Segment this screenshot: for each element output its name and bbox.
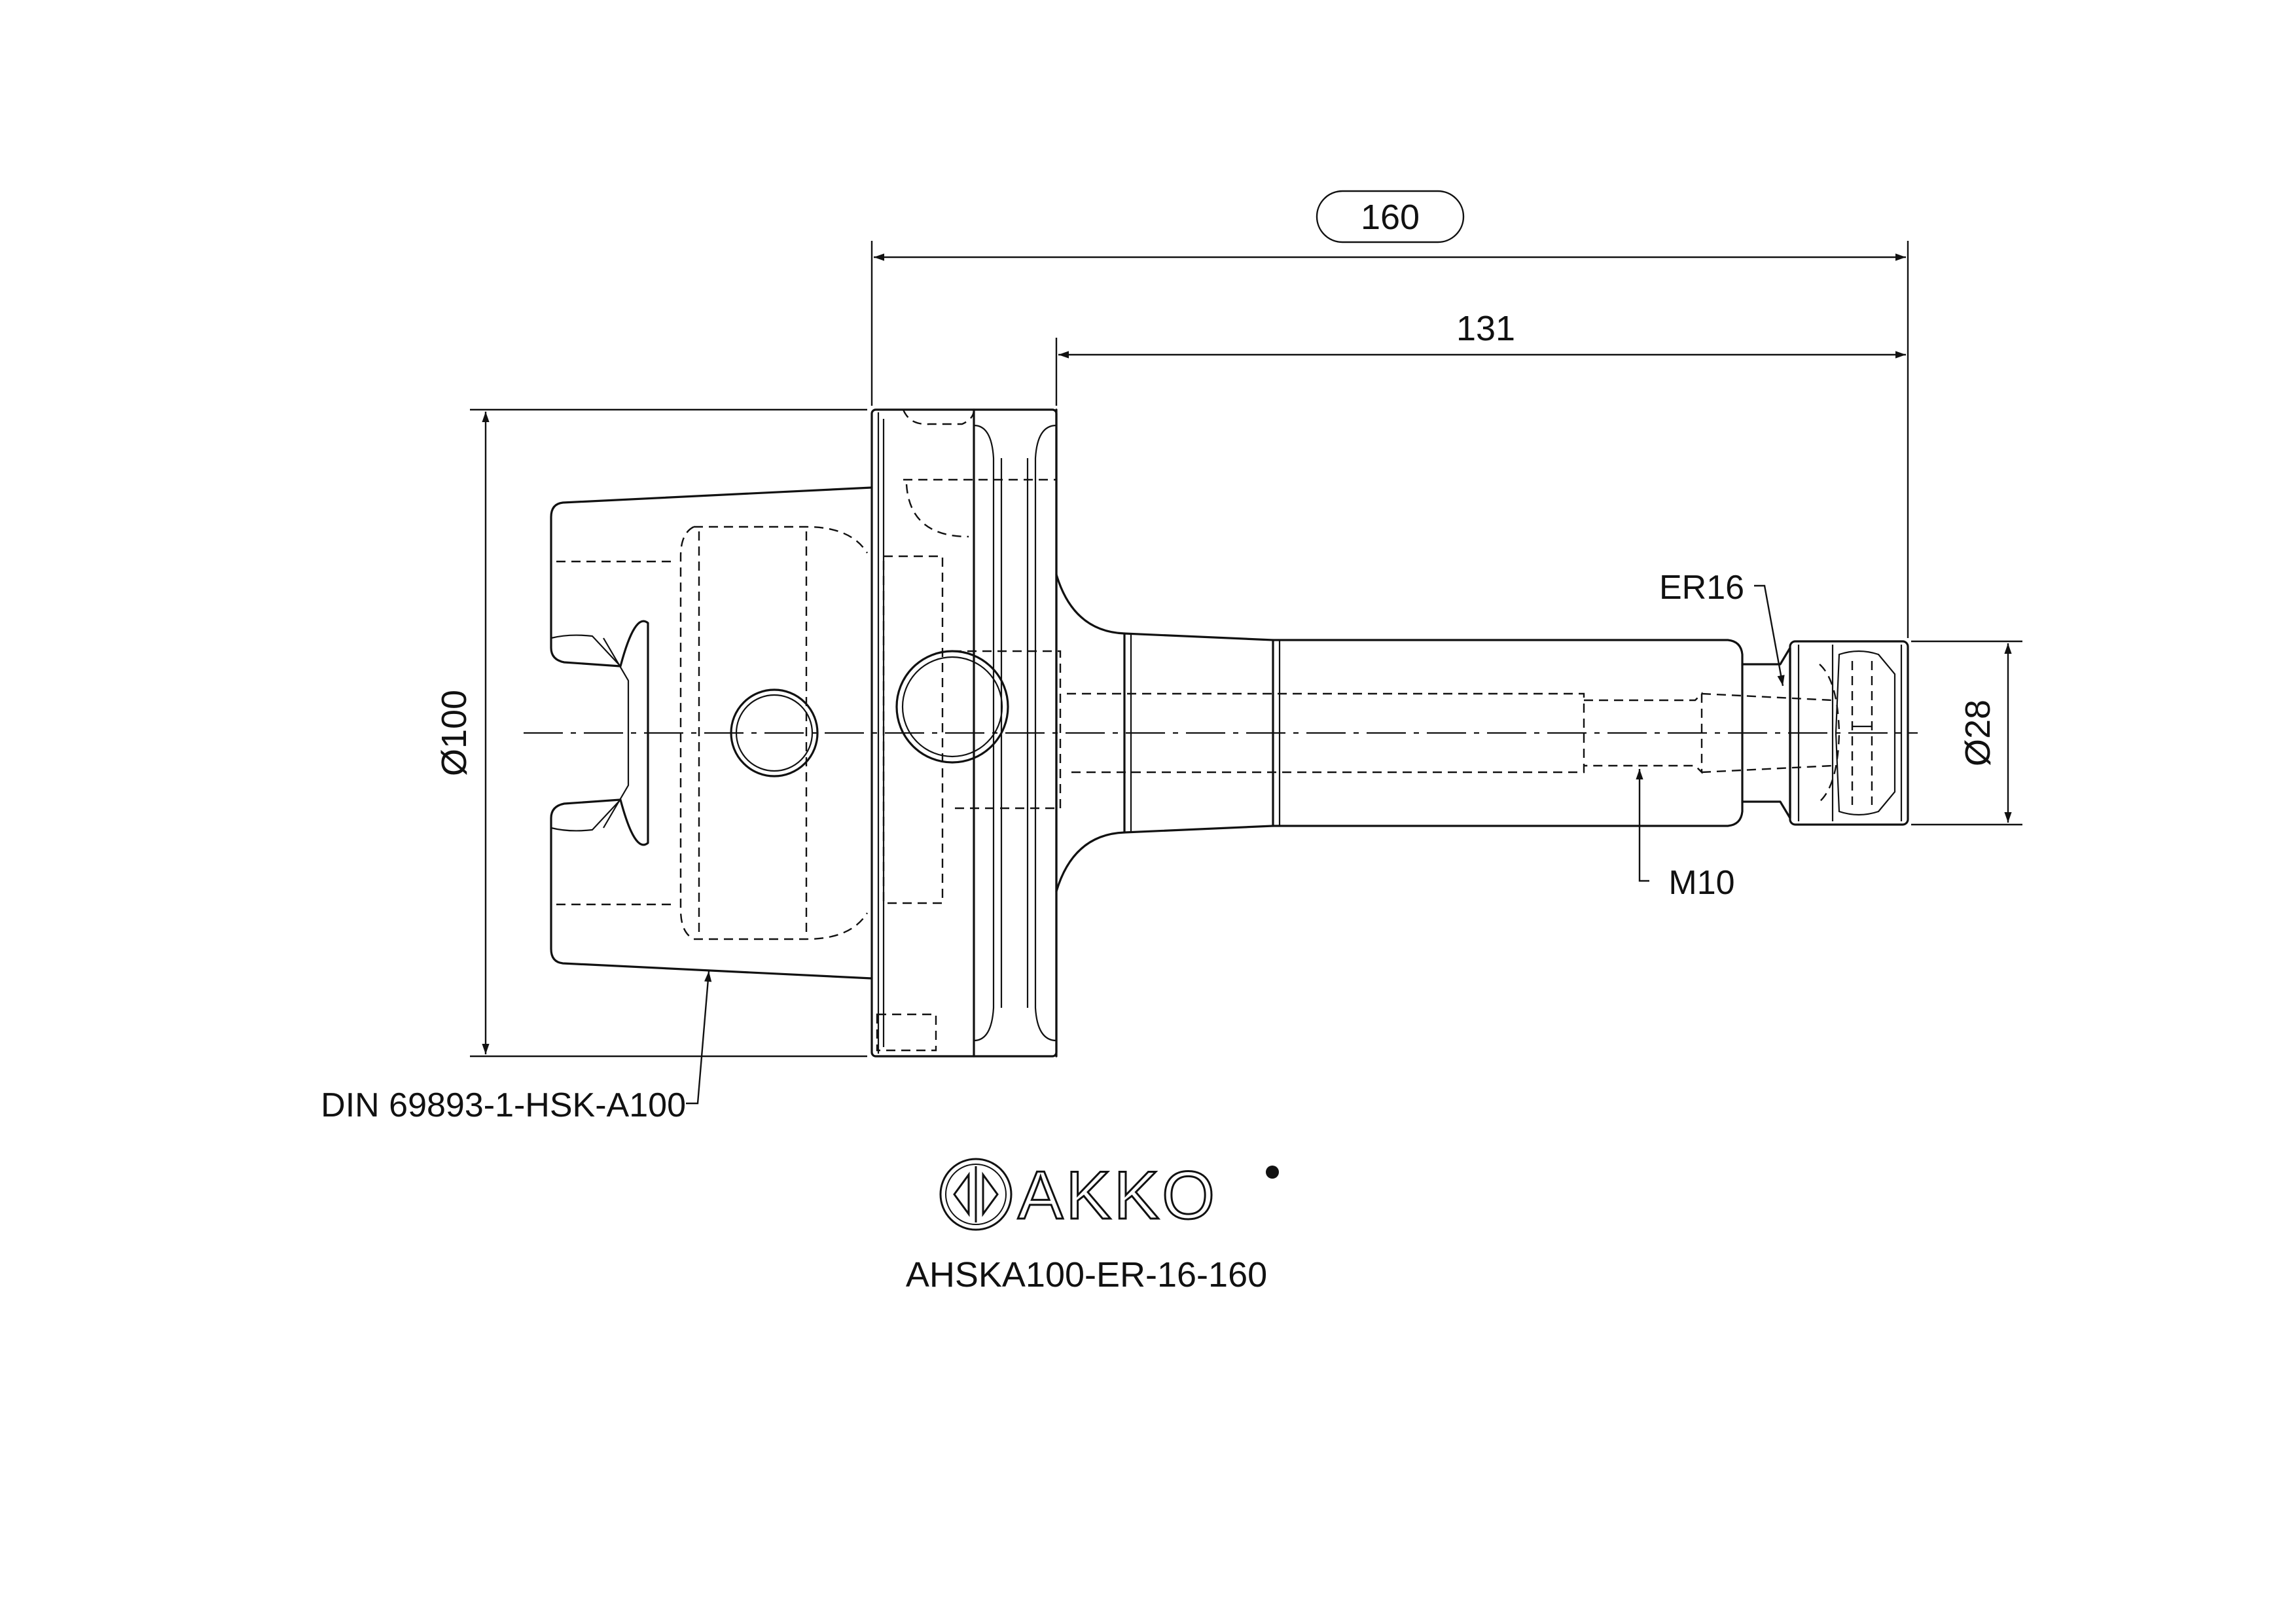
dim-160-label: 160 <box>1361 198 1420 237</box>
akko-wordmark: AKKO <box>1018 1158 1217 1234</box>
dim-d100-label: Ø100 <box>435 690 474 776</box>
dimension-gauge-length: 131 <box>1055 309 1906 406</box>
dimension-overall-length: 160 <box>870 190 1909 638</box>
extension-shank <box>1055 573 1833 893</box>
callout-m10: M10 <box>1636 769 1735 902</box>
dimension-nut-diameter: Ø28 <box>1911 640 2022 826</box>
hsk-taper-shank <box>550 486 873 980</box>
flange-body <box>870 408 1062 1058</box>
callout-er16: ER16 <box>1659 569 1785 687</box>
dim-d28-label: Ø28 <box>1958 700 1998 766</box>
callout-er16-label: ER16 <box>1659 569 1744 607</box>
callout-din-label: DIN 69893-1-HSK-A100 <box>321 1086 686 1124</box>
dimension-flange-diameter: Ø100 <box>435 408 867 1058</box>
er16-collet-nut <box>1789 640 1909 826</box>
akko-emblem-icon <box>939 1158 1013 1231</box>
callout-din-standard: DIN 69893-1-HSK-A100 <box>321 971 712 1124</box>
akko-logo: AKKO <box>939 1157 1279 1235</box>
part-number: AHSKA100-ER-16-160 <box>906 1255 1267 1294</box>
callout-m10-label: M10 <box>1668 864 1734 902</box>
dim-131-label: 131 <box>1456 309 1515 348</box>
